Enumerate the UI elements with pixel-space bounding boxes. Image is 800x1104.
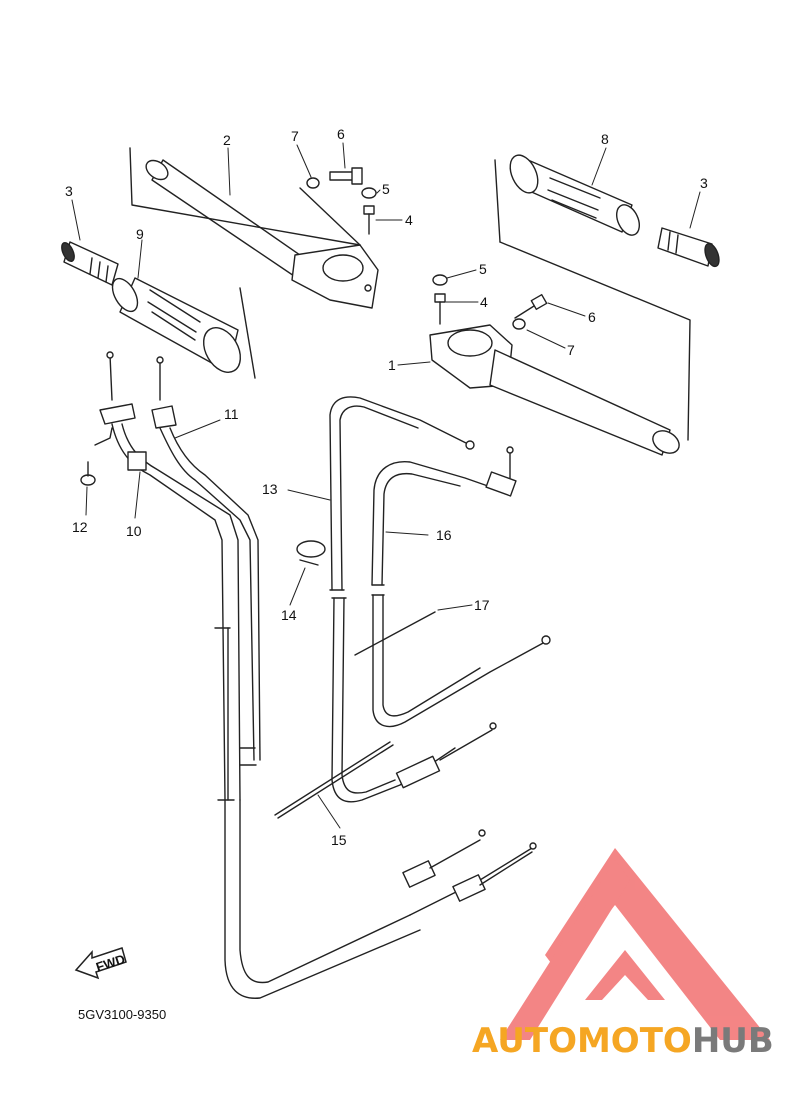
part-label: 17: [474, 597, 490, 613]
cable-17: [354, 611, 436, 656]
watermark-text: AUTOMOTOHUB: [472, 1021, 774, 1061]
part-label: 2: [223, 132, 231, 148]
screw-12: [80, 461, 96, 486]
watermark-logo-icon: [500, 848, 770, 1040]
part-label: 11: [224, 406, 239, 422]
part-label: 9: [136, 226, 144, 242]
right-handlebar: [429, 159, 691, 456]
part-label: 6: [588, 309, 596, 325]
part-label: 14: [281, 607, 297, 623]
nut-5-right: [432, 274, 448, 286]
washer-7-left: [306, 177, 320, 189]
part-label: 5: [382, 181, 390, 197]
washer-7-right: [512, 318, 526, 330]
part-label: 10: [126, 523, 142, 539]
part-label: 8: [601, 131, 609, 147]
part-label: 3: [65, 183, 73, 199]
leader-lines: [71, 142, 701, 829]
watermark-text-gray: HUB: [692, 1021, 774, 1061]
part-label: 7: [291, 128, 299, 144]
clutch-cable: [329, 396, 497, 803]
part-label: 1: [388, 357, 396, 373]
left-grip: [111, 277, 256, 379]
fwd-arrow-icon: FWD: [74, 947, 127, 980]
throttle-cable-assembly: [94, 351, 537, 999]
part-label: 5: [479, 261, 487, 277]
right-grip: [509, 154, 641, 236]
part-label: 4: [480, 294, 488, 310]
bolt-4-right: [434, 293, 446, 325]
cable-clamp-14: [296, 540, 326, 566]
cable-16: [371, 446, 551, 728]
bolt-6-right: [514, 293, 548, 319]
part-label: 6: [337, 126, 345, 142]
cable-15: [274, 741, 394, 819]
part-label: 16: [436, 527, 452, 543]
part-label: 7: [567, 342, 575, 358]
part-label: 12: [72, 519, 88, 535]
bolt-6-left: [329, 167, 363, 185]
part-labels: 1 2 3 3 4 4 5 5 6 6 7 7 8 9 10 11 12 13 …: [65, 126, 708, 848]
bolt-4-left: [363, 205, 375, 235]
fwd-label: FWD: [94, 951, 127, 974]
left-handlebar: [129, 147, 379, 309]
part-label: 15: [331, 832, 347, 848]
right-bar-end-weight: [657, 227, 720, 268]
watermark-text-orange: AUTOMOTO: [472, 1021, 692, 1061]
nut-5-left: [361, 187, 377, 199]
left-bar-end-weight: [61, 241, 119, 286]
diagram-code: 5GV3100-9350: [78, 1007, 166, 1022]
part-label: 4: [405, 212, 413, 228]
part-label: 3: [700, 175, 708, 191]
part-label: 13: [262, 481, 278, 497]
